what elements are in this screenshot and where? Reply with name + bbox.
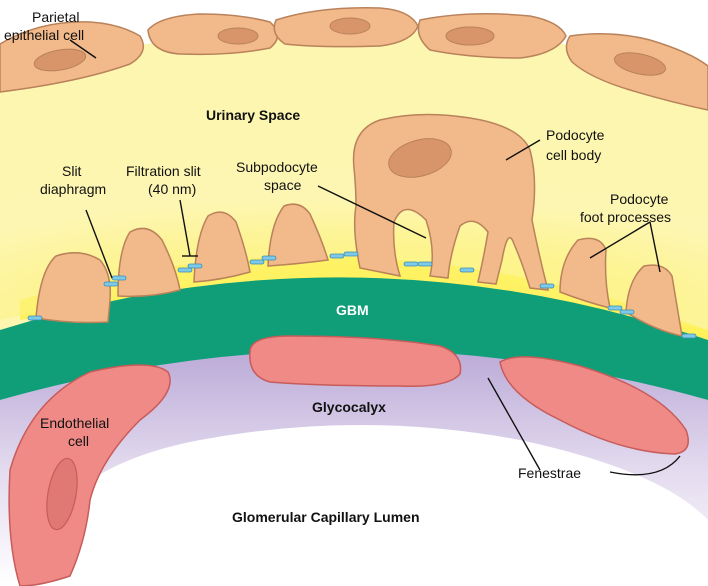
- slit-diaphragm: [343, 251, 359, 257]
- leader-filtration-slit: [179, 199, 191, 257]
- label-podocyte-body-line1: Podocyte: [546, 127, 605, 143]
- label-endothelial-line2: cell: [68, 433, 89, 449]
- slit-diaphragm: [103, 281, 119, 287]
- label-slit-diaphragm-line2: diaphragm: [40, 181, 106, 197]
- slit-diaphragm: [249, 259, 265, 265]
- parietal-epithelial-layer: [0, 7, 708, 111]
- leader-podocyte-body: [505, 139, 541, 161]
- label-glycocalyx: Glycocalyx: [312, 399, 386, 415]
- label-foot-processes-line2: foot processes: [580, 209, 671, 225]
- label-filtration-slit-line1: Filtration slit: [126, 163, 201, 179]
- nucleus: [329, 17, 371, 35]
- endothelial-nucleus: [46, 457, 78, 531]
- nucleus: [613, 52, 667, 76]
- label-slit-diaphragm-line1: Slit: [62, 163, 82, 179]
- leader-fenestrae-right: [609, 455, 681, 476]
- capillary-lumen: [20, 425, 708, 586]
- leader-subpodocyte: [317, 185, 427, 239]
- foot-processes: [35, 203, 683, 337]
- endothelial-cell-right: [499, 356, 689, 455]
- foot-process: [193, 211, 251, 283]
- slit-diaphragm: [329, 253, 345, 259]
- slit-diaphragm: [681, 333, 697, 339]
- slit-diaphragm: [261, 255, 277, 261]
- foot-process: [625, 264, 683, 337]
- slit-diaphragm: [177, 267, 193, 273]
- labels: Parietal epithelial cell Urinary Space P…: [4, 9, 671, 525]
- slit-diaphragm: [27, 315, 43, 321]
- foot-process: [117, 227, 181, 298]
- leader-fenestrae-left: [487, 377, 541, 471]
- label-urinary-space: Urinary Space: [206, 107, 300, 123]
- foot-process: [35, 252, 112, 324]
- foot-process: [559, 237, 611, 310]
- leader-lines: [69, 39, 681, 476]
- podocyte-nucleus: [388, 138, 452, 178]
- nucleus: [33, 48, 87, 72]
- slit-diaphragm: [187, 263, 203, 269]
- label-fenestrae: Fenestrae: [518, 465, 581, 481]
- slit-diaphragm: [417, 261, 433, 267]
- foot-process: [267, 203, 329, 267]
- leader-slit-diaphragm: [85, 209, 113, 279]
- endothelial-cell-middle: [249, 335, 462, 387]
- label-parietal-line2: epithelial cell: [4, 27, 84, 43]
- nucleus: [217, 27, 259, 45]
- leader-foot-process-right: [649, 221, 661, 273]
- label-foot-processes-line1: Podocyte: [610, 191, 669, 207]
- slit-diaphragm: [403, 261, 419, 267]
- slit-diaphragm: [619, 309, 635, 315]
- label-filtration-slit-line2: (40 nm): [148, 181, 196, 197]
- leader-foot-process-left: [589, 221, 651, 259]
- label-subpodocyte-line1: Subpodocyte: [236, 159, 318, 175]
- label-podocyte-body-line2: cell body: [546, 147, 601, 163]
- label-parietal-line1: Parietal: [32, 9, 79, 25]
- parietal-nuclei: [33, 17, 667, 76]
- label-gbm: GBM: [336, 302, 369, 318]
- label-subpodocyte-line2: space: [264, 177, 302, 193]
- nucleus: [445, 26, 495, 46]
- slit-diaphragm: [459, 267, 475, 273]
- label-lumen: Glomerular Capillary Lumen: [232, 509, 420, 525]
- slit-diaphragm: [607, 305, 623, 311]
- slit-diaphragm: [111, 275, 127, 281]
- leader-parietal: [69, 39, 97, 59]
- slit-diaphragm: [539, 283, 555, 289]
- label-endothelial-line1: Endothelial: [40, 415, 109, 431]
